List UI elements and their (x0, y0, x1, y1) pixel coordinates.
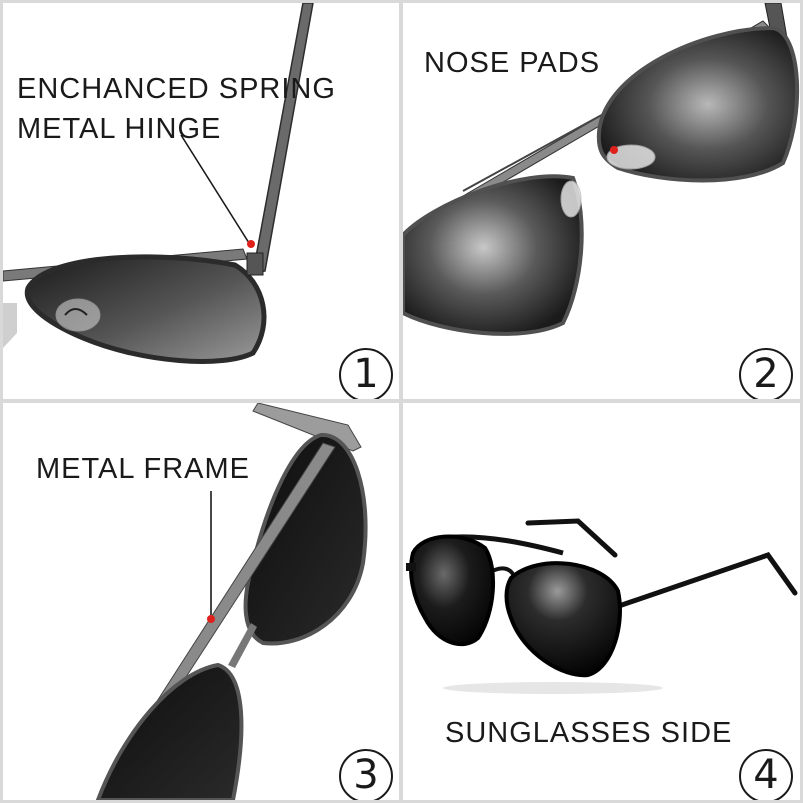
panel-nose-pads: NOSE PADS 2 (403, 3, 800, 399)
metal-frame-label: METAL FRAME (36, 453, 251, 485)
hinge-closeup-image (3, 3, 314, 364)
nose-pads-label: NOSE PADS (424, 47, 601, 79)
nose-pad-marker-dot (610, 146, 618, 154)
hinge-label-line1: ENCHANCED SPRING (17, 73, 336, 105)
sunglasses-side-image (406, 518, 798, 694)
panel-metal-frame: METAL FRAME 3 (3, 403, 399, 800)
hinge-marker-dot (247, 240, 255, 248)
hinge-label-line2: METAL HINGE (17, 113, 222, 145)
panel-number-badge: 3 (339, 749, 393, 800)
panel-number-badge: 1 (339, 348, 393, 399)
sunglasses-side-label: SUNGLASSES SIDE (445, 717, 733, 749)
panel-spring-hinge: ENCHANCED SPRING METAL HINGE 1 (3, 3, 399, 399)
metal-frame-closeup-image (95, 403, 368, 800)
panel-number-badge: 4 (739, 749, 793, 800)
frame-marker-dot (207, 615, 215, 623)
nose-pads-closeup-image (403, 3, 800, 336)
panel-sunglasses-side: SUNGLASSES SIDE 4 (403, 403, 800, 800)
panel-number-badge: 2 (739, 348, 793, 399)
